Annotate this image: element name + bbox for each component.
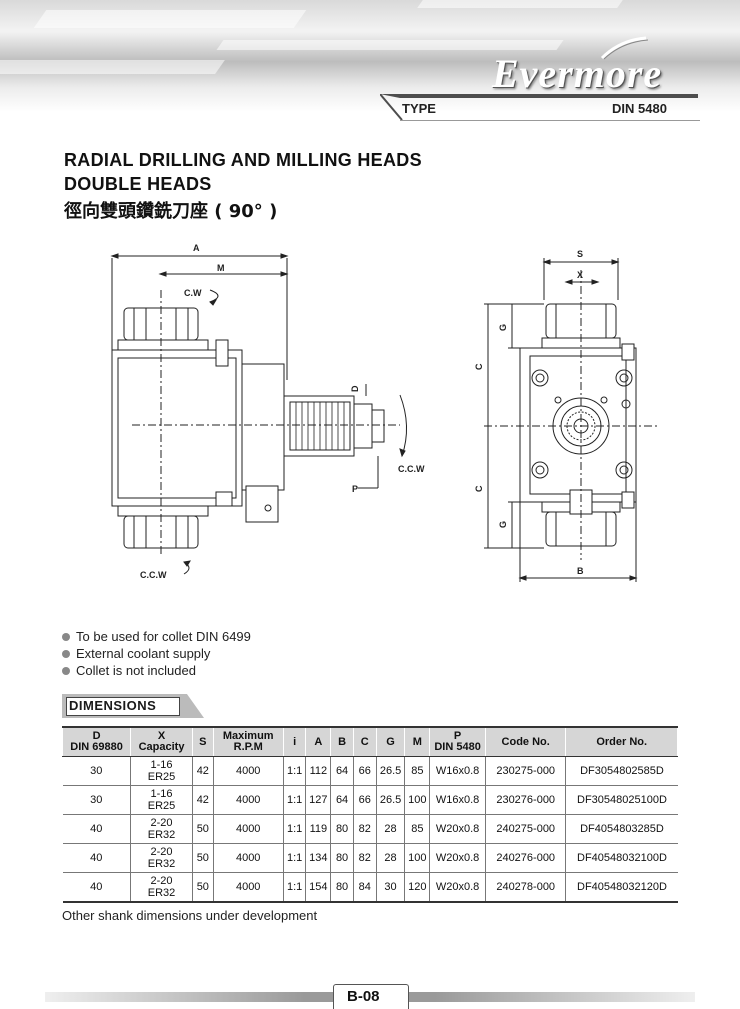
page-subtitle: DOUBLE HEADS [64, 174, 212, 194]
bullet-icon [62, 649, 70, 658]
page-number: B-08 [347, 988, 380, 1005]
type-value: DIN 5480 [612, 101, 667, 116]
col-a-header: A [305, 726, 332, 757]
dim-d-label: D [350, 385, 360, 392]
dim-c-top-label: C [474, 363, 484, 370]
page-title: RADIAL DRILLING AND MILLING HEADS [64, 150, 422, 170]
page-title-chinese: 徑向雙頭鑽銑刀座 ( 90° ) [64, 201, 278, 222]
ccw-bottom-label: C.C.W [140, 570, 167, 580]
col-order-header: Order No. [565, 726, 678, 757]
dimensions-heading: DIMENSIONS [62, 694, 204, 718]
brand-logo: Evermore [492, 51, 663, 96]
col-m-header: M [404, 726, 431, 757]
development-note: Other shank dimensions under development [62, 908, 318, 923]
feature-list: To be used for collet DIN 6499 External … [62, 628, 251, 679]
feature-item: Collet is not included [62, 662, 251, 679]
bullet-icon [62, 666, 70, 675]
col-c-header: C [352, 726, 377, 757]
type-bar [380, 94, 698, 124]
dim-g-top-label: G [498, 324, 508, 331]
cw-label: C.W [184, 288, 202, 298]
front-view-drawing [484, 258, 660, 582]
dim-g-bottom-label: G [498, 521, 508, 528]
type-label: TYPE [402, 101, 436, 116]
dim-p-label: P [352, 484, 358, 494]
col-code-header: Code No. [484, 726, 567, 757]
dim-m-label: M [217, 263, 225, 273]
col-i-header: i [282, 726, 307, 757]
dim-x-label: X [577, 270, 583, 280]
header-banner [0, 0, 740, 112]
dim-c-bottom-label: C [474, 485, 484, 492]
technical-drawing: A M C.W D P C.C.W C.C.W [110, 243, 660, 582]
dim-a-label: A [193, 243, 200, 253]
bullet-icon [62, 632, 70, 641]
dim-s-label: S [577, 249, 583, 259]
side-view-drawing [110, 253, 407, 575]
col-s-header: S [192, 726, 214, 757]
feature-item: External coolant supply [62, 645, 251, 662]
page-number-tab [333, 984, 409, 1009]
logo-swoosh-icon [600, 36, 649, 60]
col-g-header: G [375, 726, 406, 757]
feature-item: To be used for collet DIN 6499 [62, 628, 251, 645]
type-divider [400, 120, 700, 121]
dim-b-label: B [577, 566, 584, 576]
ccw-right-label: C.C.W [398, 464, 425, 474]
col-b-header: B [330, 726, 354, 757]
